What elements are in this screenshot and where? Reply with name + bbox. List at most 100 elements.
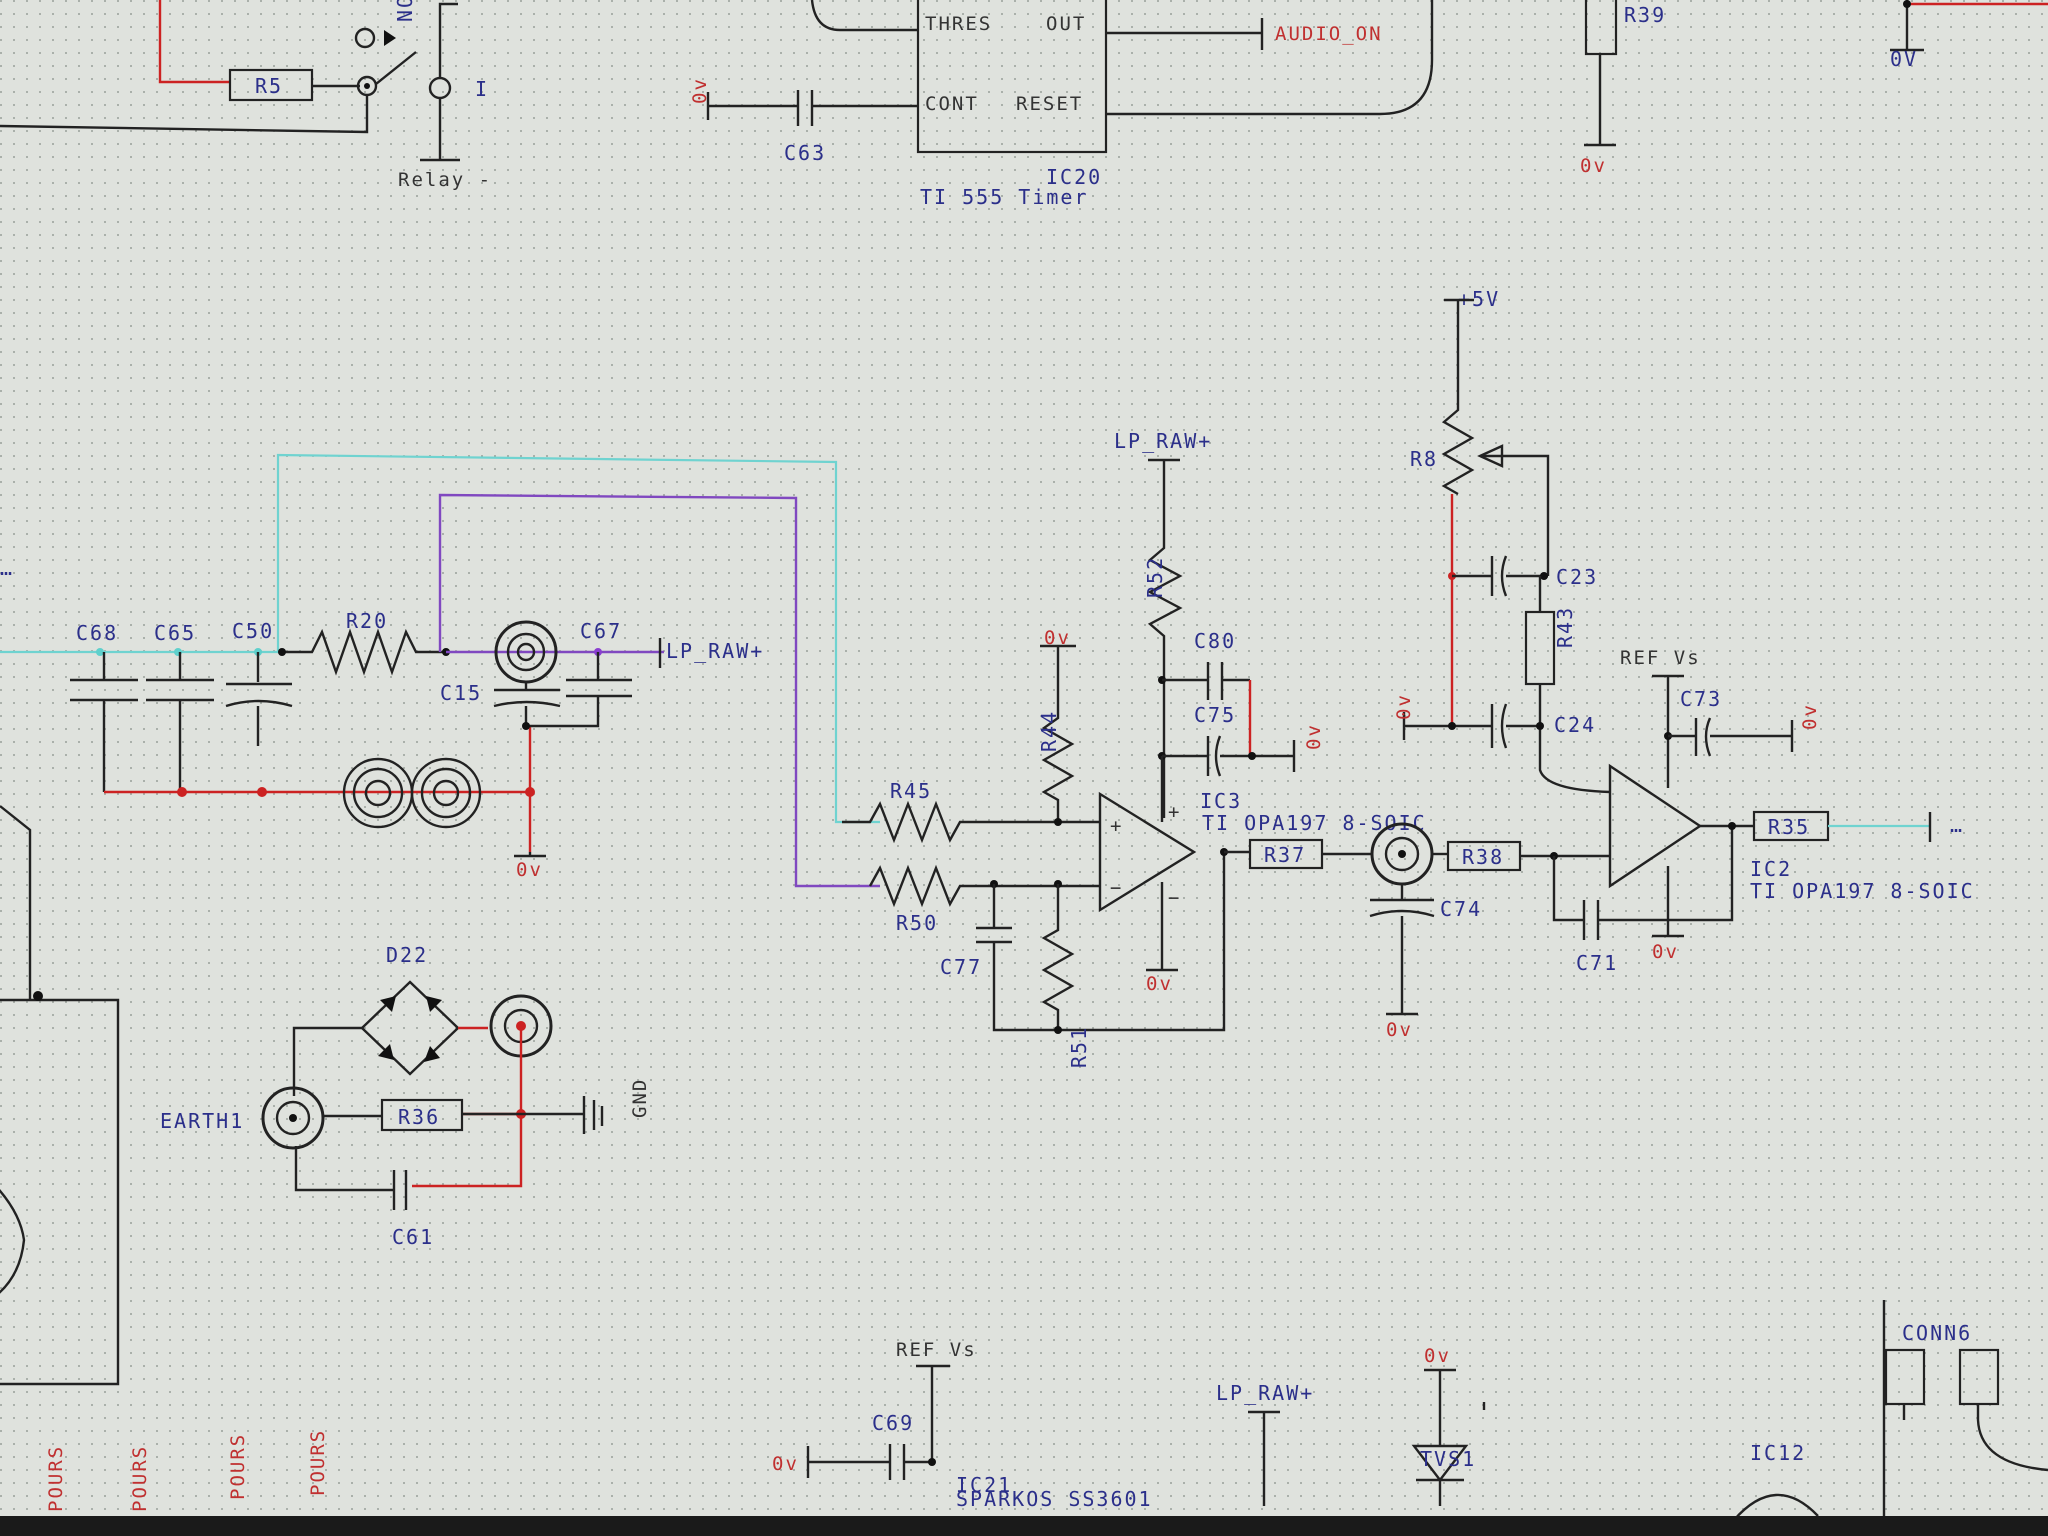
bottom-section[interactable]: REF Vs C69 0v IC21 SPARKOS SS3601 LP_RAW… — [45, 1300, 2048, 1521]
r51-symbol[interactable] — [1041, 884, 1075, 1030]
input-stage[interactable]: … C68 C65 C50 R20 C15 C67 LP_RAW+ 0v — [0, 453, 880, 1386]
c15-connector-mid — [506, 632, 546, 672]
c73-symbol[interactable] — [1668, 717, 1794, 757]
c77-symbol[interactable] — [976, 852, 1226, 1032]
ic3-supply-wires[interactable] — [1146, 756, 1178, 972]
earth1-connector-outer[interactable] — [261, 1086, 325, 1150]
r45-symbol[interactable] — [842, 800, 1100, 844]
r8-symbol[interactable] — [1441, 298, 1475, 496]
c80-label: C80 — [1194, 629, 1236, 653]
r44-symbol[interactable] — [1040, 644, 1076, 822]
d22-label: D22 — [386, 943, 428, 967]
ic3-opamp-body[interactable] — [1098, 791, 1197, 913]
r50-symbol[interactable] — [868, 864, 1100, 908]
ic2-ref: IC2 — [1750, 857, 1792, 881]
relay-red-net[interactable] — [158, 0, 230, 84]
c15-symbol[interactable] — [493, 682, 561, 726]
relay-return-wire[interactable] — [0, 95, 369, 134]
c75-symbol[interactable] — [1162, 735, 1296, 777]
r36-label: R36 — [398, 1105, 440, 1129]
r45-junction — [1054, 818, 1062, 826]
pours-label-2: POURS — [129, 1445, 151, 1512]
thres-wire[interactable] — [810, 0, 918, 32]
reset-wire[interactable] — [1106, 0, 1434, 116]
left-board-outline[interactable] — [0, 805, 120, 1386]
c61-symbol[interactable] — [294, 1146, 408, 1210]
ic2-opamp-body[interactable] — [1608, 763, 1703, 889]
lp-raw-flag-2[interactable] — [1248, 1410, 1280, 1506]
r36-body[interactable] — [380, 1098, 464, 1132]
purple-net[interactable] — [438, 493, 880, 888]
c80-symbol[interactable] — [1162, 662, 1250, 700]
pours-label-1: POURS — [45, 1445, 67, 1512]
c73-label: C73 — [1680, 687, 1722, 711]
ic20-body[interactable] — [916, 0, 1108, 154]
input-0v: 0v — [516, 859, 543, 881]
c73-0v: 0v — [1799, 703, 1821, 730]
r39-section[interactable]: R39 0v 0V — [1580, 0, 2048, 177]
out-net-label: … — [1950, 813, 1964, 837]
earth1-label: EARTH1 — [160, 1109, 244, 1133]
c74-symbol[interactable] — [1369, 884, 1435, 1016]
left-junction — [33, 991, 43, 1001]
ic20-pin-out: OUT — [1046, 13, 1086, 35]
ic20-timer[interactable]: THRES OUT CONT RESET AUDIO_ON IC20 TI 55… — [689, 0, 1434, 209]
c71-symbol[interactable] — [1552, 826, 1734, 940]
conn6-wires[interactable] — [1882, 1300, 2048, 1520]
r44-0v: 0v — [1044, 627, 1071, 649]
ic20-ref: IC20 — [1046, 165, 1102, 189]
ic21-ref: IC21 — [956, 1473, 1012, 1497]
c67-symbol[interactable] — [526, 652, 632, 728]
relay-coil-wire[interactable] — [420, 2, 460, 162]
top-right-0v: 0V — [1890, 47, 1918, 71]
r39-wire[interactable] — [1584, 54, 1616, 147]
c75-right-junction — [1248, 752, 1256, 760]
amp2-stage[interactable]: R37 C74 0v R38 C71 +5V R8 C23 R43 0v C24… — [1224, 287, 1975, 1041]
earth1-connector-pin — [289, 1114, 297, 1122]
r36-wire[interactable] — [323, 1112, 584, 1118]
gnd-label: GND — [629, 1078, 651, 1118]
ic12-body[interactable] — [1733, 1493, 1819, 1521]
ic2-out-junction — [1728, 822, 1736, 830]
d22-bridge-icon[interactable] — [360, 980, 460, 1076]
d22-diode-arrows-icon — [378, 996, 442, 1062]
ref-vs-label-2: REF Vs — [896, 1339, 977, 1361]
left-arc-symbol[interactable] — [0, 1180, 26, 1300]
transformer-coils[interactable] — [342, 757, 482, 829]
c68-label: C68 — [76, 621, 118, 645]
earth-section[interactable]: D22 EARTH1 R36 GND C61 — [160, 943, 651, 1249]
c50-symbol[interactable] — [225, 652, 293, 746]
c65-symbol[interactable] — [146, 652, 214, 792]
ic2-part: TI OPA197 8-SOIC — [1750, 879, 1975, 903]
d22-left-wire[interactable] — [292, 1026, 362, 1096]
c67-label: C67 — [580, 619, 622, 643]
c65-label: C65 — [154, 621, 196, 645]
relay-no-pin[interactable] — [354, 27, 376, 49]
c63-symbol[interactable] — [706, 90, 918, 126]
amp1-stage[interactable]: LP_RAW+ R52 C80 C75 0v 0v R44 R45 R50 C7… — [842, 429, 1427, 1068]
top-right-ground-wire[interactable] — [1890, 0, 1924, 52]
c68-symbol[interactable] — [70, 652, 138, 792]
relay-section[interactable]: R5 NO I Relay - — [0, 0, 492, 191]
relay-arm[interactable] — [375, 51, 417, 85]
c15-label: C15 — [440, 681, 482, 705]
audio-on-wire[interactable] — [1106, 18, 1264, 50]
ic2-ground-wire[interactable] — [1652, 866, 1684, 938]
relay-arrow-icon — [384, 30, 396, 46]
input-ground-bar[interactable] — [514, 852, 546, 858]
c68-junction — [96, 648, 104, 656]
r52-symbol[interactable] — [1147, 458, 1183, 818]
r8-wiper-wire[interactable] — [1482, 454, 1550, 576]
ic21-part: SPARKOS SS3601 — [956, 1487, 1153, 1511]
conn6-label: CONN6 — [1902, 1321, 1972, 1345]
c75-0v: 0v — [1303, 723, 1325, 750]
r20-symbol[interactable] — [282, 628, 446, 676]
c50-red-junction — [257, 787, 267, 797]
c23-symbol[interactable] — [1452, 555, 1548, 597]
tvs1-symbol[interactable] — [1411, 1368, 1469, 1506]
r8-wiper-arrow-icon — [1477, 444, 1504, 468]
r51-label: R51 — [1067, 1026, 1091, 1068]
c61-label: C61 — [392, 1225, 434, 1249]
